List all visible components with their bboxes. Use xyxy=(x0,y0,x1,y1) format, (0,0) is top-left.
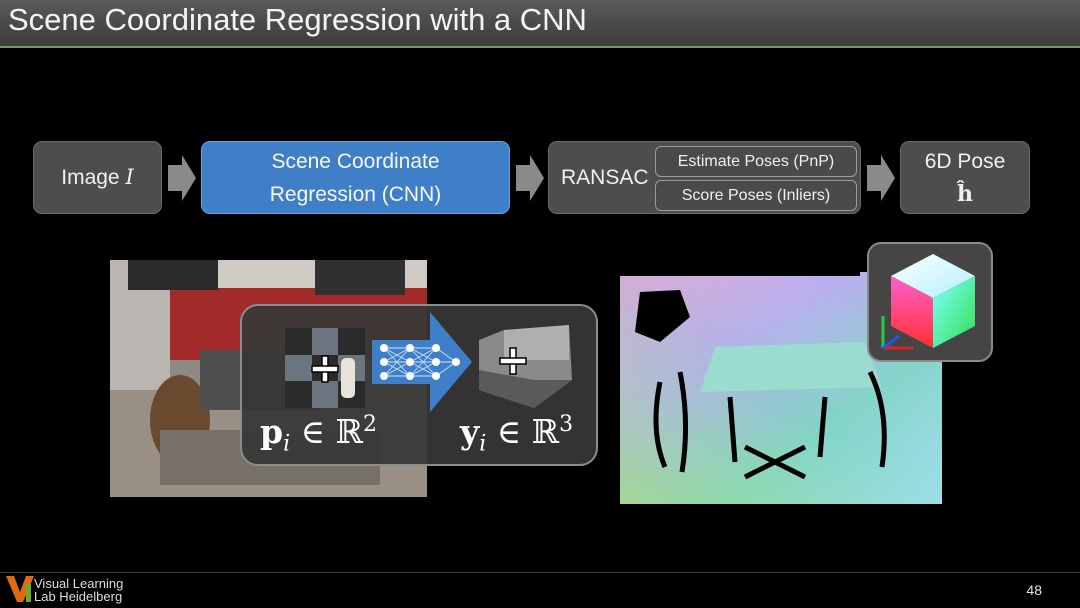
cnn-illustration-panel: pi ∈ ℝ2 yi ∈ ℝ3 xyxy=(240,304,598,466)
image-box: Image I xyxy=(33,141,162,214)
logo-line1: Visual Learning xyxy=(34,576,124,591)
crosshair-icon xyxy=(311,355,339,383)
image-label: Image xyxy=(61,166,126,189)
rgb-cube-icon xyxy=(881,254,975,350)
footer xyxy=(0,572,1080,608)
ransac-label: RANSAC xyxy=(561,166,649,189)
page-number: 48 xyxy=(1026,582,1042,598)
slide-title: Scene Coordinate Regression with a CNN xyxy=(8,2,587,37)
arrow-icon xyxy=(168,155,196,201)
arrow-icon xyxy=(867,155,895,201)
pose-label: 6D Pose xyxy=(924,149,1006,173)
color-cube-legend xyxy=(867,242,993,362)
crosshair-icon xyxy=(499,347,527,375)
image-variable: I xyxy=(125,165,134,189)
output-coordinate-formula: yi ∈ ℝ3 xyxy=(460,412,574,457)
lab-logo-text: Visual Learning Lab Heidelberg xyxy=(34,577,123,603)
cnn-box: Scene Coordinate Regression (CNN) xyxy=(201,141,510,214)
estimate-poses-box: Estimate Poses (PnP) xyxy=(655,146,857,177)
title-bar: Scene Coordinate Regression with a CNN xyxy=(0,0,1080,48)
arrow-icon xyxy=(516,155,544,201)
logo-line2: Lab Heidelberg xyxy=(34,589,123,604)
point-cloud-image xyxy=(479,325,572,408)
pose-box: 6D Pose ĥ xyxy=(900,141,1030,214)
cnn-label-line1: Scene Coordinate xyxy=(271,149,440,173)
input-pixel-formula: pi ∈ ℝ2 xyxy=(260,412,377,457)
score-poses-box: Score Poses (Inliers) xyxy=(655,180,857,211)
neural-network-icon xyxy=(372,312,472,412)
pose-symbol: ĥ xyxy=(957,180,973,207)
cnn-label-line2: Regression (CNN) xyxy=(269,182,442,206)
lab-logo-icon xyxy=(6,576,34,602)
